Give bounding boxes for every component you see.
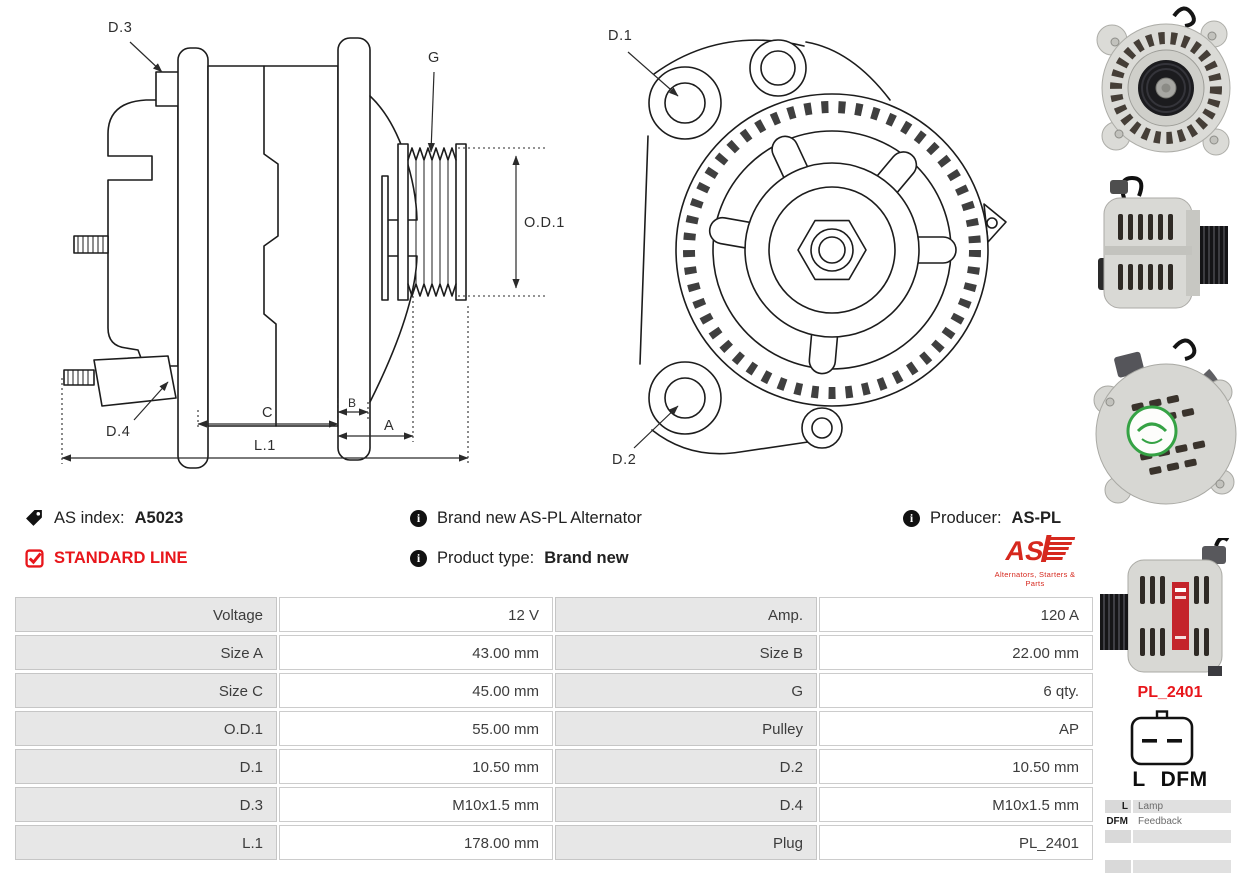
front-view-dimensions: D.1 D.2 xyxy=(608,28,679,468)
product-type-value: Brand new xyxy=(544,549,629,567)
spec-label-cell: O.D.1 xyxy=(15,711,277,746)
front-view-body xyxy=(639,39,1007,455)
spec-label-cell: Size B xyxy=(555,635,817,670)
alternator-photo-front[interactable] xyxy=(1088,2,1244,168)
dim-label-l1: L.1 xyxy=(254,438,276,454)
legend-value-empty xyxy=(1133,845,1231,858)
dim-label-d4: D.4 xyxy=(106,424,130,440)
spec-value-cell: 45.00 mm xyxy=(279,673,553,708)
spec-value-cell: AP xyxy=(819,711,1093,746)
spec-label-cell: Voltage xyxy=(15,597,277,632)
legend-value-empty xyxy=(1133,860,1231,873)
spec-value-cell: M10x1.5 mm xyxy=(279,787,553,822)
standard-line-row: STANDARD LINE xyxy=(25,549,188,568)
as-index-value: A5023 xyxy=(134,509,184,527)
product-type-label: Product type: xyxy=(437,549,535,567)
spec-value-cell: M10x1.5 mm xyxy=(819,787,1093,822)
legend-value: Lamp xyxy=(1133,800,1231,813)
checkbox-checked-icon xyxy=(25,549,44,568)
spec-value-cell: 6 qty. xyxy=(819,673,1093,708)
legend-key-empty xyxy=(1105,830,1131,843)
spec-value-cell: 55.00 mm xyxy=(279,711,553,746)
spec-label-cell: Size A xyxy=(15,635,277,670)
product-type-row: Product type: Brand new xyxy=(410,549,629,568)
dim-label-d3: D.3 xyxy=(108,20,132,36)
legend-key-empty xyxy=(1105,845,1131,858)
dim-label-b: B xyxy=(348,396,356,410)
spec-label-cell: Plug xyxy=(555,825,817,860)
spec-value-cell: 178.00 mm xyxy=(279,825,553,860)
dim-label-c: C xyxy=(262,405,273,421)
spec-label-cell: G xyxy=(555,673,817,708)
legend-key: L xyxy=(1105,800,1131,813)
alternator-photo-side-right[interactable] xyxy=(1090,172,1242,332)
info-icon xyxy=(410,510,427,527)
plug-connector-diagram xyxy=(1130,710,1194,766)
spec-label-cell: Amp. xyxy=(555,597,817,632)
as-index-label: AS index: xyxy=(54,509,125,527)
spec-value-cell: 22.00 mm xyxy=(819,635,1093,670)
as-index-row: AS index: A5023 xyxy=(25,509,183,528)
producer-row: Producer: AS-PL xyxy=(903,509,1061,528)
alternator-front-view-diagram: D.1 D.2 xyxy=(608,28,1007,468)
alternator-photo-side-left[interactable] xyxy=(1090,538,1242,686)
legend-key-empty xyxy=(1105,860,1131,873)
dim-label-a: A xyxy=(384,418,394,434)
as-pl-logo: AS xyxy=(1003,535,1076,566)
spec-value-cell: 43.00 mm xyxy=(279,635,553,670)
side-view-body xyxy=(63,37,467,469)
alternator-photo-rear[interactable] xyxy=(1086,336,1244,534)
dim-label-od1: O.D.1 xyxy=(524,215,565,231)
product-description: Brand new AS-PL Alternator xyxy=(437,509,642,527)
side-view-dimensions: D.3 G O.D.1 D.4 C B A L.1 xyxy=(61,20,565,464)
info-icon xyxy=(410,550,427,567)
spec-value-cell: PL_2401 xyxy=(819,825,1093,860)
info-icon xyxy=(903,510,920,527)
legend-key: DFM xyxy=(1105,815,1131,828)
spec-value-cell: 10.50 mm xyxy=(279,749,553,784)
spec-label-cell: D.2 xyxy=(555,749,817,784)
plug-legend-table: L Lamp DFM Feedback xyxy=(1105,800,1231,873)
legend-value: Feedback xyxy=(1133,815,1231,828)
dim-label-g: G xyxy=(428,50,440,66)
spec-label-cell: D.3 xyxy=(15,787,277,822)
spec-label-cell: Size C xyxy=(15,673,277,708)
spec-label-cell: D.1 xyxy=(15,749,277,784)
spec-value-cell: 120 A xyxy=(819,597,1093,632)
tag-icon xyxy=(26,510,42,526)
spec-table: Voltage 12 V Amp. 120 A Size A 43.00 mm … xyxy=(15,597,1093,860)
spec-value-cell: 12 V xyxy=(279,597,553,632)
plug-code-label: PL_2401 xyxy=(1137,684,1203,701)
spec-label-cell: D.4 xyxy=(555,787,817,822)
legend-value-empty xyxy=(1133,830,1231,843)
dim-label-d1: D.1 xyxy=(608,28,632,44)
alternator-side-view-diagram: D.3 G O.D.1 D.4 C B A L.1 xyxy=(61,20,565,469)
logo-tagline: Alternators, Starters & Parts xyxy=(994,570,1076,588)
spec-label-cell: L.1 xyxy=(15,825,277,860)
plug-pins-label: L DFM xyxy=(1132,768,1208,791)
description-row: Brand new AS-PL Alternator xyxy=(410,509,642,528)
logo-as-text: AS xyxy=(1003,535,1047,566)
dim-label-d2: D.2 xyxy=(612,452,636,468)
producer-label: Producer: xyxy=(930,509,1002,527)
spec-label-cell: Pulley xyxy=(555,711,817,746)
spec-value-cell: 10.50 mm xyxy=(819,749,1093,784)
standard-line-label: STANDARD LINE xyxy=(54,549,188,567)
producer-value: AS-PL xyxy=(1011,509,1062,527)
